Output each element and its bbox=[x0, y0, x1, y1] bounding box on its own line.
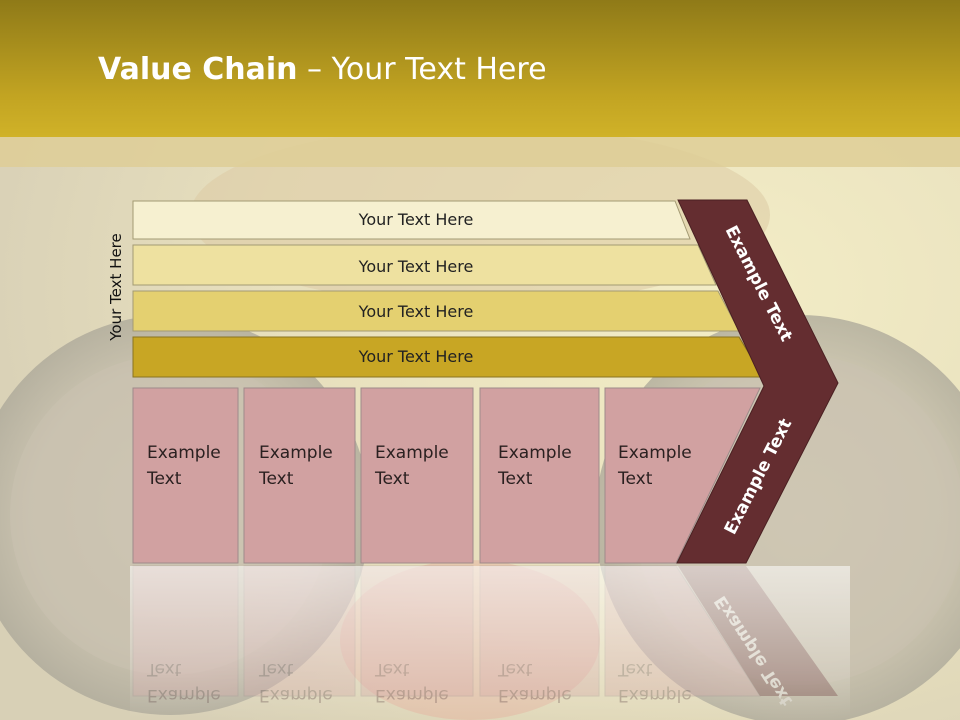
bar-label-3: Your Text Here bbox=[358, 302, 474, 321]
header-strip bbox=[0, 137, 960, 167]
chevron-shape bbox=[676, 199, 839, 564]
activity-box-4 bbox=[479, 387, 600, 564]
title-rest: – Your Text Here bbox=[297, 52, 547, 87]
box-2-line-2: Text bbox=[258, 469, 294, 489]
bars-group: Your Text Here Your Text Here Your Text … bbox=[132, 200, 764, 378]
reflection-fade bbox=[130, 566, 850, 720]
activity-box-2 bbox=[243, 387, 356, 564]
box-3-line-1: Example bbox=[375, 443, 449, 463]
box-3-line-2: Text bbox=[374, 469, 410, 489]
boxes-group: Example Text Example Text Example Text E… bbox=[132, 387, 761, 564]
box-2-line-1: Example bbox=[259, 443, 333, 463]
header-band bbox=[0, 0, 960, 137]
bar-label-2: Your Text Here bbox=[358, 257, 474, 276]
box-4-line-1: Example bbox=[498, 443, 572, 463]
box-4-line-2: Text bbox=[497, 469, 533, 489]
box-5-line-1: Example bbox=[618, 443, 692, 463]
activity-box-5 bbox=[604, 387, 761, 564]
bar-label-1: Your Text Here bbox=[358, 210, 474, 229]
box-1-line-2: Text bbox=[146, 469, 182, 489]
activity-box-3 bbox=[360, 387, 474, 564]
box-5-line-2: Text bbox=[617, 469, 653, 489]
title-bold: Value Chain bbox=[98, 52, 298, 87]
slide-title: Value Chain – Your Text Here bbox=[98, 52, 547, 87]
bar-label-4: Your Text Here bbox=[358, 347, 474, 366]
bar-2 bbox=[132, 244, 717, 286]
bar-1 bbox=[132, 200, 691, 240]
box-1-line-1: Example bbox=[147, 443, 221, 463]
margin-chevron: Example Text Example Text bbox=[676, 199, 839, 564]
activity-box-1 bbox=[132, 387, 239, 564]
